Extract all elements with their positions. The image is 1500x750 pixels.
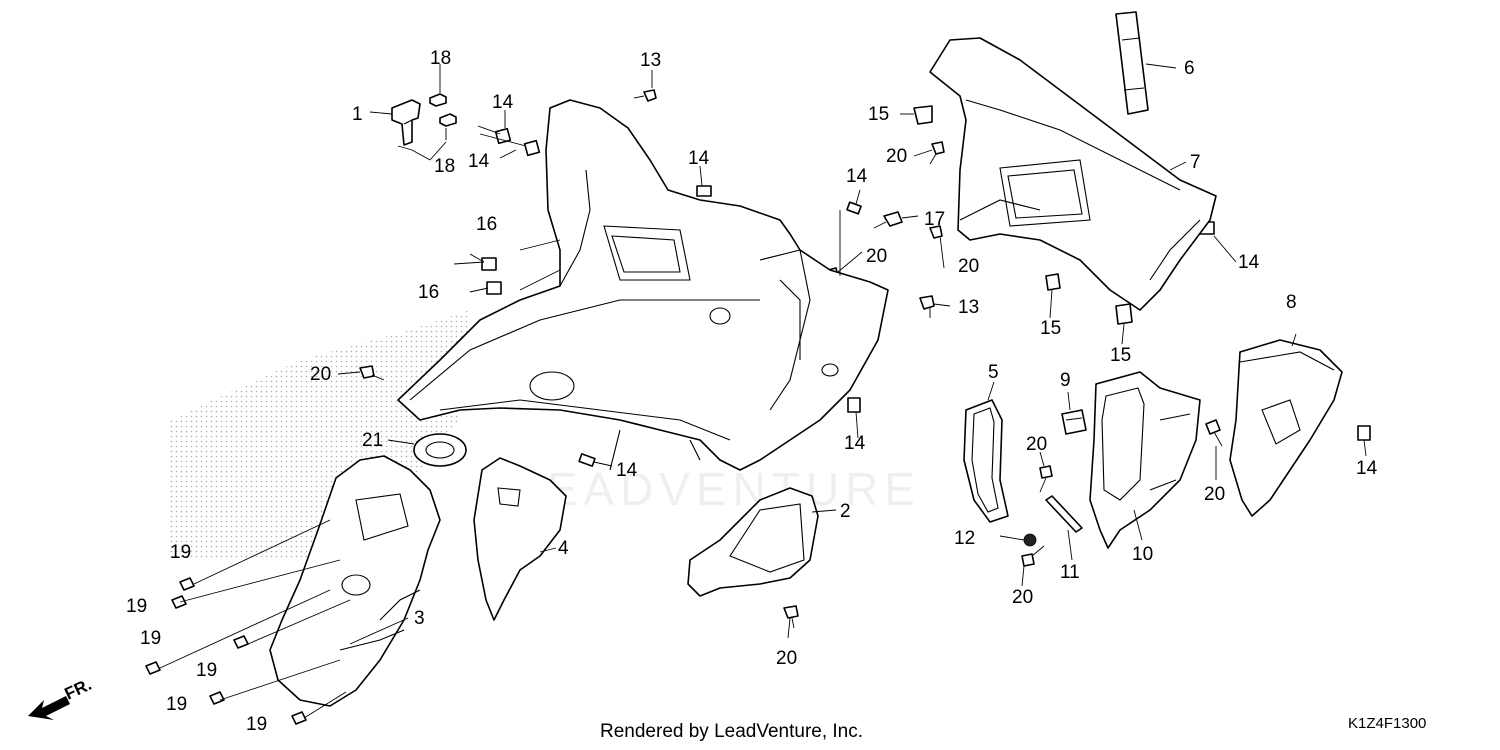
callout-16a: 16 [476, 214, 497, 235]
callout-8: 8 [1286, 292, 1297, 313]
callout-15c: 15 [1110, 345, 1131, 366]
callout-17: 17 [924, 209, 945, 230]
callout-14b: 14 [468, 151, 490, 172]
watermark-text: LEADVENTURE [515, 463, 921, 515]
callout-12: 12 [954, 528, 975, 549]
callout-13a: 13 [640, 50, 661, 71]
callout-6: 6 [1184, 58, 1195, 79]
callout-labels: 1 2 3 4 5 6 7 8 9 10 11 12 13 13 14 14 1… [126, 48, 1378, 735]
diagram-code: K1Z4F1300 [1348, 715, 1426, 732]
part-21-grommet[interactable] [413, 433, 467, 467]
callout-14d: 14 [846, 166, 868, 187]
callout-1: 1 [352, 104, 363, 125]
callout-19c: 19 [140, 628, 161, 649]
main-inner-cover[interactable] [397, 99, 889, 471]
part-16-clips[interactable] [481, 257, 502, 295]
callout-5: 5 [988, 362, 999, 383]
part-15-clips[interactable] [913, 105, 1133, 325]
part-2-lower-duct[interactable] [687, 487, 819, 597]
part-6-strip[interactable] [1115, 11, 1149, 115]
callout-3: 3 [414, 608, 425, 629]
callout-14c: 14 [688, 148, 710, 169]
callout-14a: 14 [492, 92, 514, 113]
callout-4: 4 [558, 538, 569, 559]
callout-14f: 14 [844, 433, 866, 454]
part-12-button[interactable] [1023, 533, 1037, 547]
callout-14e: 14 [616, 460, 638, 481]
callout-21: 21 [362, 430, 383, 451]
callout-18b: 18 [434, 156, 455, 177]
footer-credit: Rendered by LeadVenture, Inc. [600, 721, 863, 742]
callout-15b: 15 [1040, 318, 1061, 339]
callout-20d: 20 [958, 256, 979, 277]
callout-20c: 20 [886, 146, 907, 167]
callout-14g: 14 [1238, 252, 1260, 273]
part-11-strip[interactable] [1045, 495, 1083, 533]
part-3-side-panel[interactable] [269, 455, 441, 707]
part-14-clips[interactable] [494, 127, 1371, 467]
callout-19f: 19 [246, 714, 267, 735]
callout-20b: 20 [866, 246, 887, 267]
callout-10: 10 [1132, 544, 1153, 565]
callout-13b: 13 [958, 297, 979, 318]
callout-18a: 18 [430, 48, 451, 69]
front-direction-arrow-icon: FR. [28, 675, 95, 720]
part-19-screws[interactable] [145, 577, 307, 725]
part-5-seal[interactable] [963, 399, 1009, 523]
callout-15a: 15 [868, 104, 889, 125]
callout-16b: 16 [418, 282, 439, 303]
callout-11: 11 [1060, 562, 1080, 583]
part-9-clip[interactable] [1061, 409, 1087, 435]
part-1-bracket[interactable] [391, 99, 421, 146]
part-18-bolts[interactable] [429, 86, 457, 140]
part-7-right-cover[interactable] [929, 37, 1217, 311]
part-8-pocket-lid[interactable] [1229, 339, 1343, 517]
callout-20f: 20 [1204, 484, 1225, 505]
part-17-bolt[interactable] [873, 211, 903, 229]
callout-20h: 20 [776, 648, 797, 669]
part-4-duct[interactable] [473, 457, 567, 621]
callout-7: 7 [1190, 152, 1201, 173]
callout-2: 2 [840, 501, 851, 522]
callout-9: 9 [1060, 370, 1071, 391]
part-13-screws[interactable] [633, 89, 935, 318]
callout-19b: 19 [126, 596, 147, 617]
callout-19d: 19 [196, 660, 217, 681]
leader-lines [159, 63, 1367, 719]
callout-20e: 20 [1026, 434, 1047, 455]
callout-20g: 20 [1012, 587, 1033, 608]
callout-20a: 20 [310, 364, 331, 385]
callout-19a: 19 [170, 542, 191, 563]
callout-19e: 19 [166, 694, 187, 715]
callout-14h: 14 [1356, 458, 1378, 479]
part-10-pocket-frame[interactable] [1089, 371, 1201, 549]
